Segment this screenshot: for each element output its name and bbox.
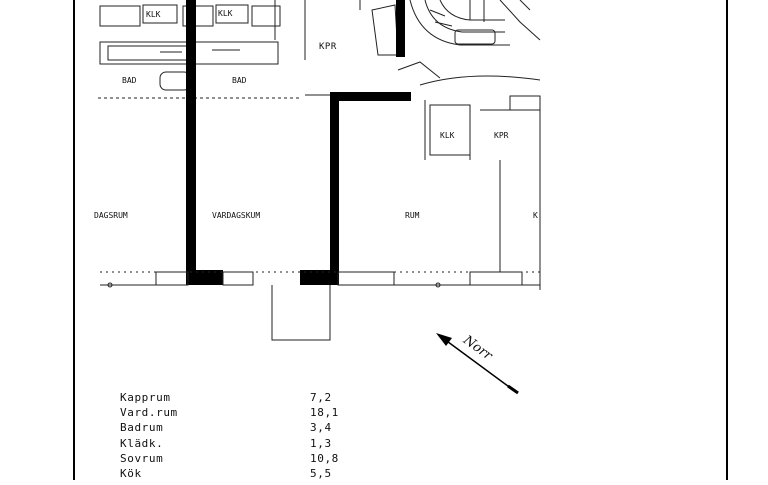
facade-windows [100, 271, 540, 341]
room-label-bad-right: BAD [232, 76, 247, 85]
area-value: 3,4 [310, 421, 332, 435]
room-label-vardagsrum: VARDAGSKUM [212, 211, 260, 220]
area-row: Klädk. 1,3 [120, 436, 370, 451]
room-label-klk-left: KLK [146, 10, 161, 19]
room-label-rum: RUM [405, 211, 420, 220]
load-bearing-walls [186, 0, 411, 285]
area-row: Badrum 3,4 [120, 420, 370, 435]
room-label-bad-left: BAD [122, 76, 137, 85]
area-room-name: Klädk. [120, 436, 164, 450]
area-room-name: Badrum [120, 421, 164, 435]
area-value: 18,1 [310, 406, 339, 420]
area-room-name: Kök [120, 467, 142, 481]
interior-walls [274, 0, 541, 290]
area-row: Kök 5,5 [120, 466, 370, 481]
room-label-kpr-small: KPR [494, 131, 509, 140]
area-value: 10,8 [310, 451, 339, 465]
area-row: Vard.rum 18,1 [120, 405, 370, 420]
room-label-klk-small: KLK [440, 131, 455, 140]
area-row: Sovrum 10,8 [120, 451, 370, 466]
north-arrow: Norr [436, 332, 519, 395]
area-value: 1,3 [310, 436, 332, 450]
north-label: Norr [459, 332, 495, 364]
area-row: Kapprum 7,2 [120, 390, 370, 405]
room-label-klk-right: KLK [218, 9, 233, 18]
room-label-k-edge: K [533, 211, 538, 220]
room-label-kpr-top: KPR [319, 42, 337, 52]
area-value: 5,5 [310, 467, 332, 481]
room-label-sovrum: DAGSRUM [94, 211, 128, 220]
area-room-name: Kapprum [120, 391, 171, 404]
area-room-name: Vard.rum [120, 406, 178, 420]
area-value: 7,2 [310, 391, 332, 404]
area-room-name: Sovrum [120, 451, 164, 465]
stairwell [371, 0, 541, 111]
